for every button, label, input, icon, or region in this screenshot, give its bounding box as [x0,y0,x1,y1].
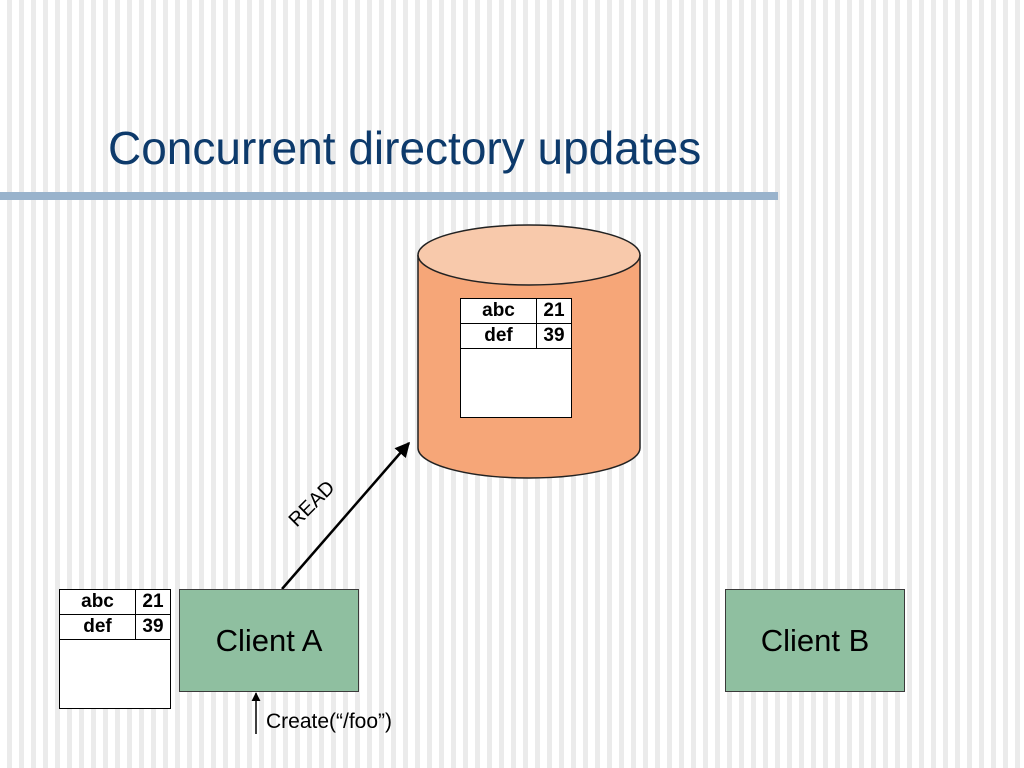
client-b-label: Client B [760,622,870,658]
table-row: abc 21 [60,590,170,615]
table-row: abc 21 [461,299,571,324]
entry-name: def [461,324,537,348]
entry-name: def [60,615,136,639]
create-label: Create(“/foo”) [266,710,393,733]
title-underline [0,192,778,200]
slide-title: Concurrent directory updates [108,122,702,174]
table-row: def 39 [461,324,571,349]
client-a-box: Client A [179,589,359,692]
entry-value: 39 [543,325,565,346]
read-arrow [281,441,410,590]
server-directory-table: abc 21 def 39 [460,298,572,418]
client-a-directory-table: abc 21 def 39 [59,589,171,709]
client-a-label: Client A [215,622,323,658]
client-b-box: Client B [725,589,905,692]
entry-name: abc [461,299,537,323]
entry-value: 21 [543,300,565,321]
entry-name: abc [60,590,136,614]
entry-value: 21 [142,591,164,612]
disk-top [417,224,641,286]
table-row: def 39 [60,615,170,640]
entry-value: 39 [142,616,164,637]
